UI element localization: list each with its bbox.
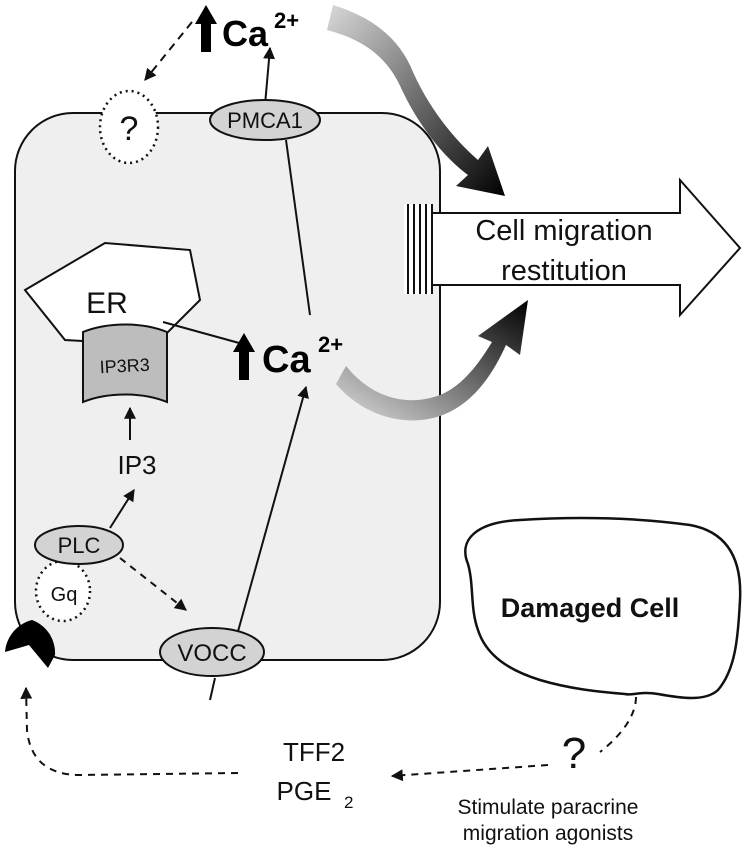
damaged-cell-label: Damaged Cell [501, 593, 680, 623]
gq-protein [34, 559, 92, 623]
up-arrow-icon [195, 5, 217, 52]
dashed-arrow-plc-to-vocc [119, 557, 187, 611]
ca-top-label: Ca [222, 13, 269, 54]
line-ca-to-pmca1 [285, 139, 311, 316]
ca-top-superscript: 2+ [274, 8, 299, 33]
arrow-vocc-to-ca [236, 385, 309, 636]
up-arrow-icon [233, 333, 255, 380]
vocc-channel [159, 627, 265, 677]
ca-mid-superscript: 2+ [318, 332, 343, 357]
plc-enzyme [34, 525, 124, 565]
stimulate-label-line1: Stimulate paracrine [458, 796, 639, 819]
dashed-line-damaged-to-question [599, 696, 637, 753]
tff2-label: TFF2 [283, 737, 345, 767]
damaged-cell [464, 516, 742, 700]
receptor-icon [5, 620, 56, 668]
migration-arrow-stripes [404, 204, 433, 294]
vocc-influx-line [209, 677, 216, 701]
pge-label: PGE [277, 776, 332, 806]
arrow-plc-to-ip3 [109, 488, 135, 529]
stimulate-label-line2: migration agonists [463, 822, 633, 845]
ca-signal-arrow [336, 300, 528, 421]
dashed-arrow-agonists-to-receptor [20, 686, 239, 777]
arrow-er-to-ca [162, 321, 252, 349]
ca-mid-label: Ca [262, 339, 311, 381]
pmca1-efflux-arrow [263, 46, 276, 106]
dashed-arrow-to-agonists [390, 764, 549, 782]
ip3r3-channel [82, 323, 168, 404]
ca-top-group: Ca 2+ [195, 5, 299, 54]
er-organelle [23, 241, 202, 347]
migration-arrow [431, 177, 742, 318]
gq-label: Gq [51, 584, 78, 606]
ip3-label: IP3 [117, 450, 156, 480]
ca-mid-group: Ca 2+ [233, 332, 343, 381]
unknown-receptor-circle [98, 89, 160, 165]
ca-efflux-arrow [327, 5, 505, 196]
ip3r3-label: IP3R3 [99, 355, 150, 378]
migration-label-line1: Cell migration [475, 215, 652, 247]
vocc-label: VOCC [177, 640, 246, 667]
dashed-arrow-ca-to-unknown [144, 21, 193, 81]
er-label: ER [86, 287, 128, 320]
plc-label: PLC [58, 533, 101, 558]
question-bottom: ? [562, 729, 586, 778]
question-top: ? [120, 110, 139, 148]
migration-label-line2: restitution [501, 255, 627, 287]
pge-subscript: 2 [344, 793, 353, 812]
pmca1-label: PMCA1 [227, 108, 303, 133]
pmca1-pump [209, 99, 321, 141]
